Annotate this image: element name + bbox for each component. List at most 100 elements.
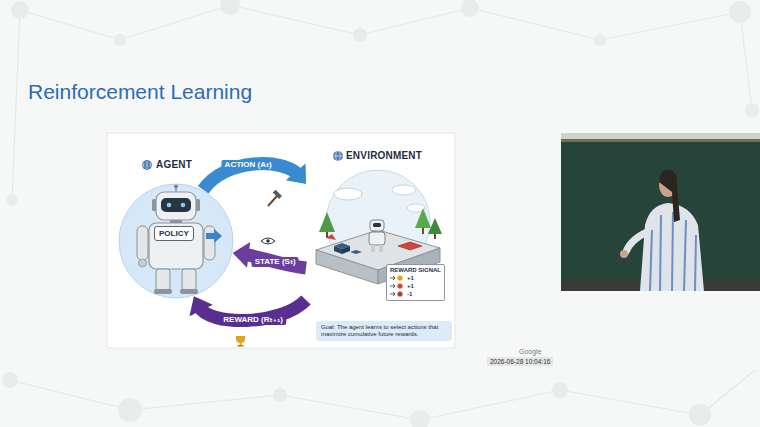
decoration [371,245,375,252]
decoration [353,28,367,42]
signal-icon [390,275,404,281]
decoration [230,5,360,35]
decoration [428,218,442,234]
edge-label: REWARD (Rₜ₊₁) [220,315,286,325]
decoration [137,226,148,260]
decoration [196,199,200,211]
decoration [161,198,191,212]
decoration [379,245,383,252]
decoration [120,5,230,40]
edge-label: ACTION (Aₜ) [222,160,275,170]
decoration [10,380,130,410]
decoration [273,388,287,402]
decoration [334,188,362,200]
decoration [659,170,680,222]
decoration [560,390,700,415]
decoration [600,12,740,40]
signal-arrow [390,276,395,280]
decoration [181,203,186,208]
decoration [154,289,172,294]
decoration [261,238,275,244]
slide-title: Reinforcement Learning [28,80,252,104]
decoration [266,239,270,243]
decoration [2,372,18,388]
arrowhead [189,296,212,316]
decoration [142,160,152,170]
decoration [740,12,752,110]
signal-dot [397,275,402,280]
hammer-icon [268,190,282,206]
agent-illustration [118,183,234,299]
decoration [143,161,151,169]
decoration [561,139,760,142]
signal-row: -1 [390,290,441,298]
decoration [370,220,384,231]
signal-dot [397,291,402,296]
decoration [626,232,647,252]
decoration [398,242,422,250]
signal-dot [397,283,402,288]
decoration [118,398,142,422]
signal-heading: REWARD SIGNAL [390,267,441,273]
signal-node: REWARD SIGNAL+1+1-1 [386,264,445,301]
decoration [12,10,20,200]
signal-arrow [390,292,395,296]
edge-label: STATE (Sₜ) [252,257,299,267]
decoration [139,259,147,267]
decoration [114,34,126,46]
timestamp: 2026-06-28 10:04:16 [487,357,553,366]
arrow-band [245,254,306,268]
decoration [20,10,120,40]
decoration [204,226,215,260]
signal-value: -1 [407,291,412,297]
decoration [334,246,342,254]
decoration [180,289,198,294]
decoration [333,151,343,161]
decoration [640,203,704,291]
brain-icon [142,160,152,170]
speaker-video [561,133,760,291]
decoration [319,212,335,232]
signal-icon [390,283,404,289]
decoration [6,194,18,206]
decoration [420,390,560,420]
decoration [552,382,568,398]
decoration [745,103,759,117]
agent-node: AGENTPOLICY [118,183,234,299]
goal-node: Goal: The agent learns to select actions… [316,321,452,341]
decoration [130,395,280,410]
decoration [238,345,244,347]
node-heading: AGENT [156,159,192,170]
decoration [561,133,760,291]
env-node: ENVIRONMENTREWARD SIGNAL+1+1-1 [306,172,448,318]
image-frame [107,133,455,348]
decoration [650,212,696,291]
trophy-icon [236,336,245,347]
connector-arrow [233,242,306,268]
decoration [119,184,233,298]
decoration [156,269,170,291]
decoration [167,203,172,208]
goal-text: Goal: The agent learns to select actions… [321,324,447,338]
decoration [236,336,245,343]
decoration [149,223,203,269]
signal-value: +1 [407,275,414,281]
eye-icon [261,238,275,244]
decoration [316,250,378,284]
decoration [11,1,29,19]
decoration [729,1,751,23]
decoration [470,8,600,40]
decoration [415,208,431,228]
decoration [220,0,240,15]
arrowhead [286,163,306,184]
signal-row: +1 [390,282,441,290]
decoration [152,199,156,211]
decoration [594,34,606,46]
decoration [461,0,479,17]
node-heading: ENVIRONMENT [346,150,422,161]
signal-row: +1 [390,274,441,282]
decoration [342,246,350,254]
decoration [326,234,336,240]
